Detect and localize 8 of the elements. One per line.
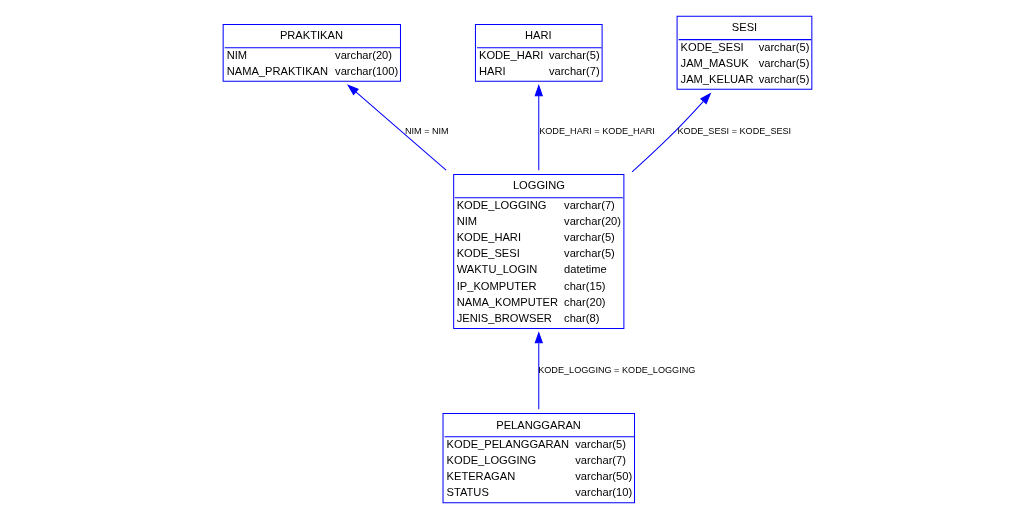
edge-label: KODE_HARI = KODE_HARI <box>539 126 655 137</box>
edge-label: KODE_SESI = KODE_SESI <box>677 126 792 137</box>
arrow <box>631 92 712 173</box>
arrow <box>347 84 447 171</box>
arrow <box>534 331 544 410</box>
arrow <box>534 84 544 171</box>
edge-label: NIM = NIM <box>404 126 449 137</box>
edge-label: KODE_LOGGING = KODE_LOGGING <box>538 365 696 376</box>
